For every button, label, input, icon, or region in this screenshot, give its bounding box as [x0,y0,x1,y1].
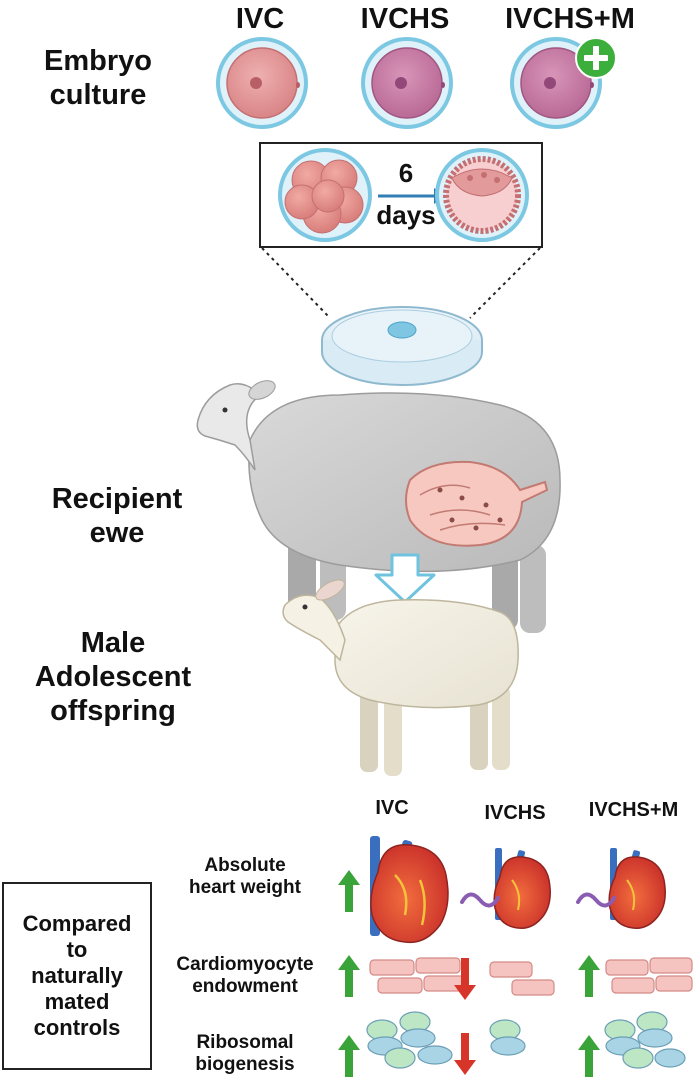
cardiomyocytes-ivchs-icon [489,961,555,996]
row-label-cardiomyocyte: Cardiomyocyte endowment [176,954,314,998]
recipient-ewe-label: Recipient ewe [51,483,183,550]
group-label-ivc-results: IVC [375,797,409,819]
duration-unit: days [376,200,436,230]
embryo-ivc [216,37,308,129]
down-arrow-icon [454,958,476,1000]
duration-number: 6 [398,158,414,188]
up-arrow-icon [338,1035,360,1077]
zoom-line-left [261,247,331,319]
group-label-ivc-top: IVC [235,3,285,35]
group-label-ivchsm-top: IVCHS+M [505,3,635,35]
zoom-line-right [469,247,541,319]
similar-tilde-icon [460,892,500,908]
zoom-panel [259,142,543,248]
up-arrow-icon [338,870,360,912]
row-label-heart-weight: Absolute heart weight [189,855,301,899]
up-arrow-icon [578,1035,600,1077]
flow-arrow-2-icon [374,553,436,604]
embryo-ivchs [361,37,453,129]
heart-ivchsm-icon [608,848,666,929]
ribosomes-ivchs-icon [489,1019,526,1056]
comparison-box: Compared to naturally mated controls [2,882,152,1070]
recipient-ewe-illustration [196,380,561,633]
up-arrow-icon [338,955,360,997]
down-arrow-icon [454,1033,476,1075]
cardiomyocytes-ivchsm-icon [605,957,693,994]
cardiomyocytes-ivc-icon [369,957,469,994]
male-adolescent-offspring-label: Male Adolescent offspring [34,627,192,728]
heart-ivchs-icon [493,848,551,929]
ribosomes-ivchsm-icon [604,1011,686,1069]
similar-tilde-icon [576,892,616,908]
ribosomes-ivc-icon [366,1011,453,1069]
plus-badge-icon [575,37,617,79]
group-label-ivchsm-results: IVCHS+M [588,799,679,821]
group-label-ivchs-results: IVCHS [484,802,546,824]
embryo-culture-label: Embryo culture [44,45,152,112]
lamb-illustration [282,579,519,776]
petri-dish [321,306,483,386]
up-arrow-icon [578,955,600,997]
group-label-ivchs-top: IVCHS [360,3,450,35]
row-label-ribosomal: Ribosomal biogenesis [195,1032,295,1076]
heart-ivc-icon [370,836,449,944]
